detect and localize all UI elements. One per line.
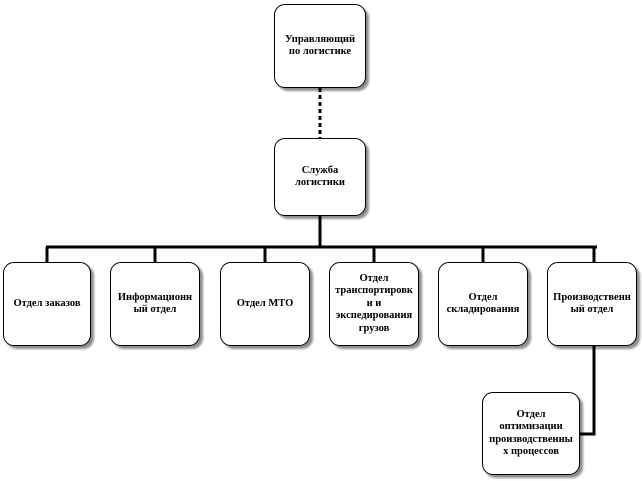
box-logistics-service: Служба логистики [274, 138, 366, 216]
box-dept-transport-label: Отдел транспортировки и экспедирования г… [335, 272, 413, 334]
box-dept-warehousing: Отдел складирования [438, 262, 528, 346]
box-logistics-service-label: Служба логистики [295, 164, 345, 189]
box-dept-optimization-label: Отдел оптимизации производственных проце… [489, 408, 573, 458]
box-dept-optimization: Отдел оптимизации производственных проце… [482, 392, 580, 475]
box-dept-mto: Отдел МТО [220, 262, 310, 346]
box-dept-transport: Отдел транспортировки и экспедирования г… [329, 262, 419, 346]
box-dept-orders: Отдел заказов [3, 262, 91, 346]
box-dept-production: Производственный отдел [547, 262, 637, 346]
box-top-manager: Управляющий по логистике [274, 4, 366, 88]
box-dept-information: Информационный отдел [110, 262, 200, 346]
box-dept-information-label: Информационный отдел [117, 291, 193, 316]
connector-production-to-optimization [580, 346, 596, 436]
box-dept-warehousing-label: Отдел складирования [446, 291, 520, 316]
box-dept-mto-label: Отдел МТО [236, 297, 294, 309]
box-dept-production-label: Производственный отдел [553, 291, 631, 316]
box-dept-orders-label: Отдел заказов [13, 297, 81, 309]
box-top-manager-label: Управляющий по логистике [284, 33, 356, 58]
